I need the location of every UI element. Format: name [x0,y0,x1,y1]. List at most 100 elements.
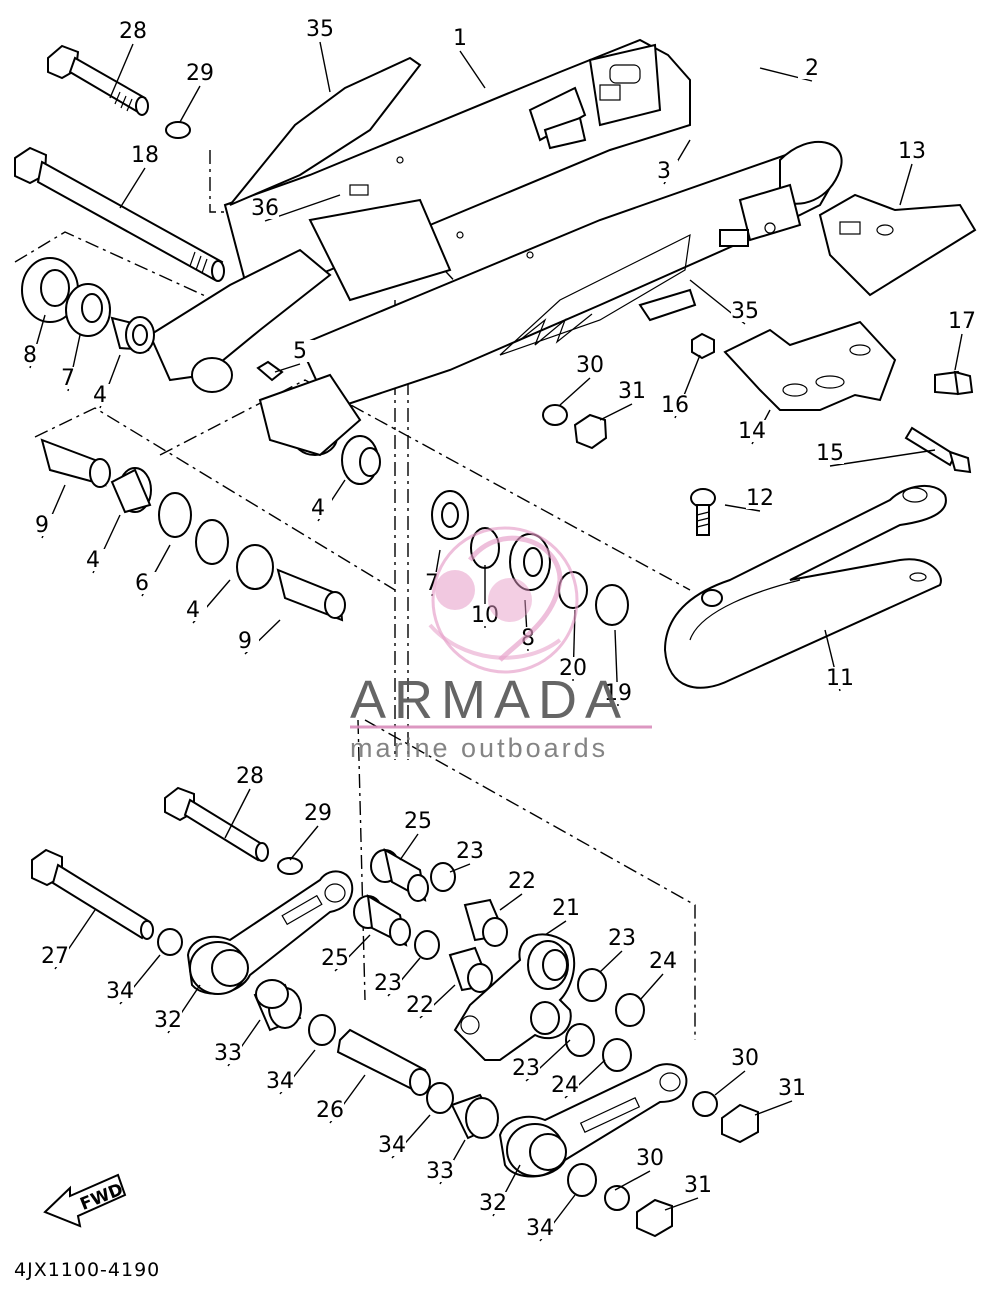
armada-logo-mark [428,526,579,674]
callout-number: 18 [131,143,159,168]
washer-29-top [165,121,191,139]
washer-30-top [542,404,568,426]
callout-number: 28 [236,764,264,789]
callout-backing [684,1174,712,1196]
callout-backing [251,197,279,219]
callout-c5: 5 [274,339,314,373]
callout-number: 21 [552,896,580,921]
relay-link-21 [453,933,576,1061]
callout-c19: 19 [604,629,632,707]
leader-line [899,163,913,206]
callout-number: 13 [898,139,926,164]
callout-backing [378,1134,406,1156]
callout-backing [306,18,334,40]
callout-c3: 3 [650,139,691,185]
seal-23-d [565,1023,595,1057]
callout-backing [286,340,314,362]
bolt-15 [904,426,972,474]
callout-backing [526,1217,554,1239]
callout-number: 20 [559,656,587,681]
connecting-rod-32-a [186,870,354,995]
callout-number: 35 [306,17,334,42]
callout-number: 29 [186,61,214,86]
bearing-stack-lower-left [40,438,346,622]
callout-backing [456,840,484,862]
callout-backing [86,384,114,406]
callout-backing [746,487,774,509]
bolt-28-bottom [164,786,269,862]
leader-line [399,833,419,861]
callout-backing [304,497,332,519]
seal-23-c [577,968,607,1002]
collar-22-b [448,946,493,993]
callout-number: 34 [526,1216,554,1241]
callout-backing [214,1042,242,1064]
callout-c30b: 30 [714,1046,759,1096]
callout-number: 1 [453,26,467,51]
callout-number: 4 [186,598,200,623]
callout-backing [816,442,844,464]
callout-backing [552,897,580,919]
callout-backing [406,994,434,1016]
leader-line [724,504,761,512]
callout-c9b: 9 [231,619,281,655]
callout-number: 16 [661,393,689,418]
callout-number: 35 [731,299,759,324]
callout-number: 31 [618,379,646,404]
nut-16 [691,332,715,360]
callout-number: 30 [731,1046,759,1071]
callout-number: 22 [406,993,434,1018]
callout-c30c: 30 [614,1146,664,1191]
collar-33-a [253,979,302,1032]
callout-c23d: 23 [512,1039,571,1082]
callout-c9a: 9 [28,484,66,539]
callout-c13: 13 [898,139,926,206]
chain-guide-bracket-14 [723,320,897,411]
callout-c22b: 22 [406,984,456,1019]
callout-c12: 12 [724,486,774,512]
bolt-27 [31,848,154,940]
callout-number: 34 [106,979,134,1004]
assembly-lines [14,150,696,1040]
leader-line [224,788,251,839]
callout-number: 12 [746,486,774,511]
callout-backing [186,62,214,84]
callout-backing [471,604,499,626]
callout-backing [131,144,159,166]
callout-number: 31 [778,1076,806,1101]
callout-number: 34 [266,1069,294,1094]
callout-number: 22 [508,869,536,894]
callout-number: 34 [378,1133,406,1158]
callout-c31a: 31 [599,379,646,421]
callout-c2: 2 [759,56,826,82]
collar-25-b [353,894,411,947]
callout-backing [28,514,56,536]
chain-guide-13 [818,193,977,297]
forward-arrow: FWD [43,1173,127,1228]
callout-c20: 20 [559,609,587,682]
washer-34-d [567,1163,597,1197]
collar-33-b [450,1093,499,1140]
callout-number: 11 [826,666,854,691]
callout-number: 24 [649,949,677,974]
callout-c34d: 34 [526,1194,576,1242]
callout-number: 4 [86,548,100,573]
callout-number: 9 [35,513,49,538]
callout-backing [948,310,976,332]
callout-number: 26 [316,1098,344,1123]
callout-c23b: 23 [599,926,636,973]
leader-line [544,920,567,936]
callout-c36: 36 [251,194,341,222]
callout-backing [479,1192,507,1214]
callout-backing [304,802,332,824]
callout-c32b: 32 [479,1164,521,1217]
leader-line [614,1170,651,1191]
callout-number: 25 [404,809,432,834]
callout-number: 36 [251,196,279,221]
callout-c6: 6 [128,544,171,597]
callout-number: 25 [321,946,349,971]
callout-number: 31 [684,1173,712,1198]
callout-number: 2 [805,56,819,81]
callout-backing [512,1057,540,1079]
